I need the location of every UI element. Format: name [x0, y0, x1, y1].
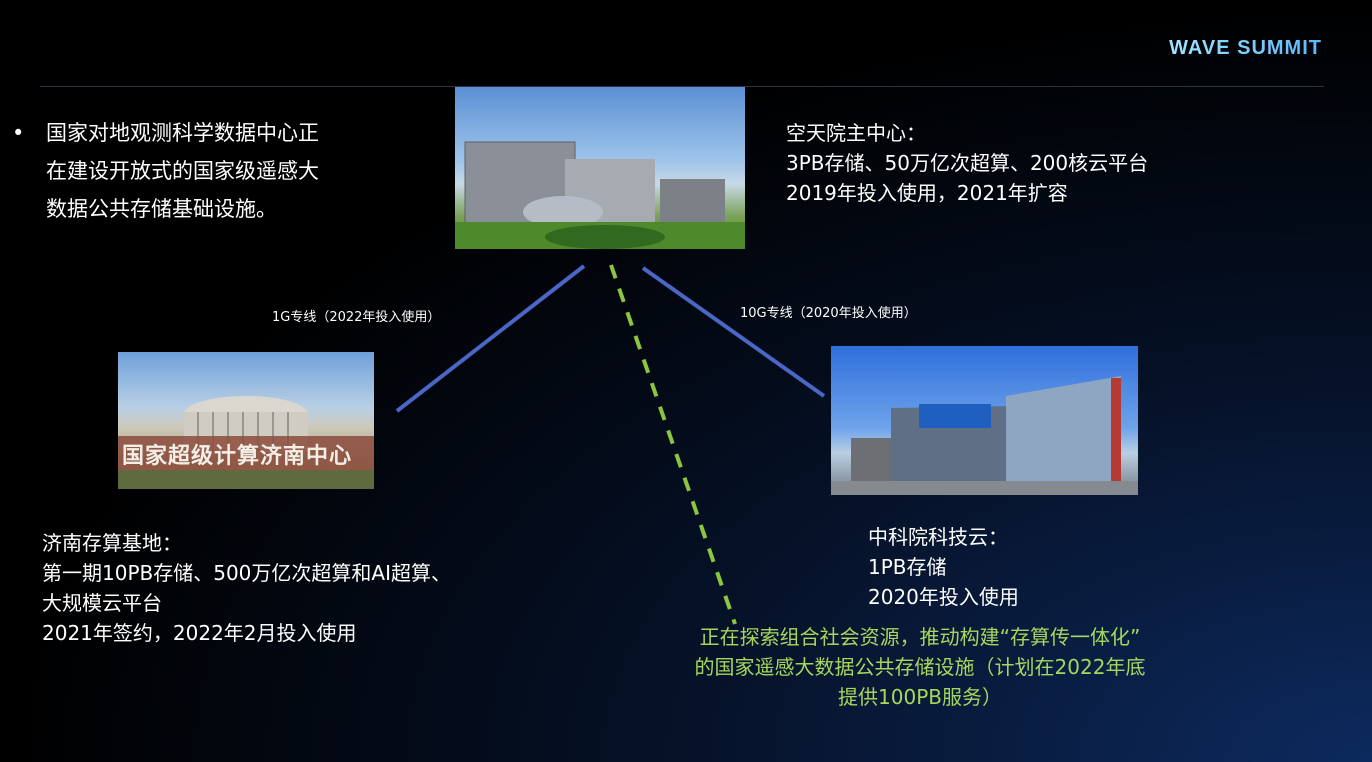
- cas-cloud-datacenter-photo: [831, 346, 1138, 495]
- jinan-building-illustration: [118, 396, 374, 489]
- hq-title: 空天院主中心：: [786, 121, 926, 145]
- future-plan-text: 正在探索组合社会资源，推动构建“存算传一体化” 的国家遥感大数据公共存储设施（计…: [600, 622, 1240, 712]
- header-divider: [40, 86, 1324, 87]
- future-line-2: 的国家遥感大数据公共存储设施（计划在2022年底: [694, 655, 1146, 679]
- intro-line-3: 数据公共存储基础设施。: [46, 197, 277, 221]
- hq-line-2: 3PB存储、50万亿次超算、200核云平台: [786, 151, 1149, 175]
- cas-line-2: 1PB存储: [868, 555, 947, 579]
- jinan-line-4: 2021年签约，2022年2月投入使用: [42, 621, 357, 645]
- link-line-right: [641, 266, 826, 398]
- jinan-line-2: 第一期10PB存储、500万亿次超算和AI超算、: [42, 561, 451, 585]
- cas-title: 中科院科技云：: [868, 525, 1008, 549]
- cas-building-illustration: [831, 376, 1138, 495]
- hq-line-3: 2019年投入使用，2021年扩容: [786, 181, 1068, 205]
- link-label-left: 1G专线（2022年投入使用）: [272, 310, 441, 325]
- link-label-right: 10G专线（2020年投入使用）: [740, 306, 917, 321]
- intro-line-2: 在建设开放式的国家级遥感大: [46, 159, 319, 183]
- future-line-3: 提供100PB服务）: [838, 685, 1002, 709]
- cas-info: 中科院科技云： 1PB存储 2020年投入使用: [868, 522, 1019, 612]
- jinan-line-3: 大规模云平台: [42, 591, 162, 615]
- future-line-1: 正在探索组合社会资源，推动构建“存算传一体化”: [699, 625, 1141, 649]
- hq-buildings-illustration: [455, 141, 745, 249]
- intro-line-1: 国家对地观测科学数据中心正: [46, 121, 319, 145]
- wave-summit-logo: WAVE SUMMIT: [1169, 37, 1322, 59]
- link-line-left: [395, 264, 586, 413]
- cas-line-3: 2020年投入使用: [868, 585, 1019, 609]
- bullet-dot: •: [12, 121, 25, 145]
- jinan-sign-text: 国家超级计算济南中心: [122, 444, 353, 469]
- future-dashed-line: [609, 264, 737, 625]
- jinan-supercomputing-photo: 国家超级计算济南中心: [118, 352, 374, 489]
- aerospace-institute-photo: [455, 87, 745, 249]
- hq-info: 空天院主中心： 3PB存储、50万亿次超算、200核云平台 2019年投入使用，…: [786, 118, 1148, 208]
- jinan-title: 济南存算基地：: [42, 531, 182, 555]
- jinan-info: 济南存算基地： 第一期10PB存储、500万亿次超算和AI超算、 大规模云平台 …: [42, 528, 451, 648]
